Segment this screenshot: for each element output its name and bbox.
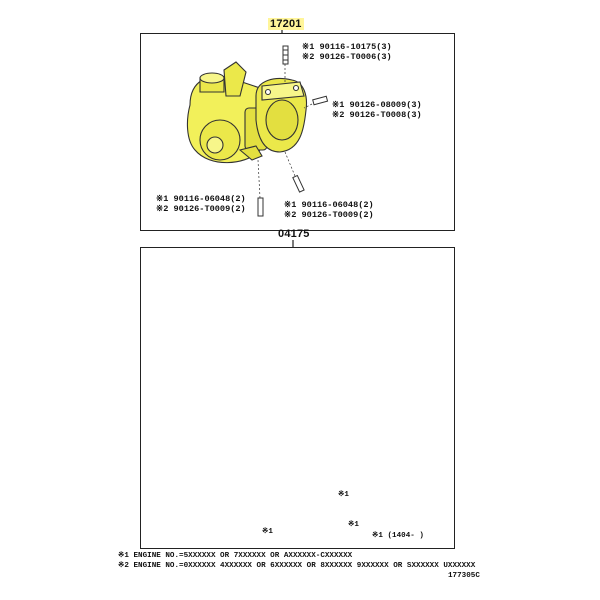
bottom-assembly-ref: 04175 <box>278 228 310 240</box>
fasteners-top <box>257 45 329 217</box>
label-stud-right: ※1 90126-08009(3) ※2 90126-T0008(3) <box>332 100 422 120</box>
range-note: ※1 (1404- ) <box>372 532 424 540</box>
footnote-2: ※2 ENGINE NO.=0XXXXXX 4XXXXXX OR 6XXXXXX… <box>118 562 476 570</box>
label-stud-lower-right: ※1 90116-06048(2) ※2 90126-T0009(2) <box>284 200 374 220</box>
label-stud-top: ※1 90116-10175(3) ※2 90126-T0006(3) <box>302 42 392 62</box>
compressor-inlet <box>206 136 224 154</box>
stud-right <box>312 95 329 106</box>
top-assembly-ref-text: 17201 <box>268 18 304 30</box>
label-stud-lower-left: ※1 90116-06048(2) ※2 90126-T0009(2) <box>156 194 246 214</box>
bottom-assembly-panel <box>140 247 455 549</box>
mark-oil-pipe: ※1 <box>262 528 273 536</box>
turbocharger-assembly <box>186 61 308 164</box>
wastegate-actuator <box>223 61 247 97</box>
stud-lower-left <box>257 197 264 217</box>
mark-banjo-bolt: ※1 <box>338 491 349 499</box>
footnote-1: ※1 ENGINE NO.=5XXXXXX OR 7XXXXXX OR AXXX… <box>118 552 353 560</box>
figure-id: 177305C <box>448 572 480 580</box>
top-assembly-ref: 17201 <box>268 18 304 30</box>
stud-lower-right <box>292 174 305 193</box>
mark-gasket-small: ※1 <box>348 521 359 529</box>
